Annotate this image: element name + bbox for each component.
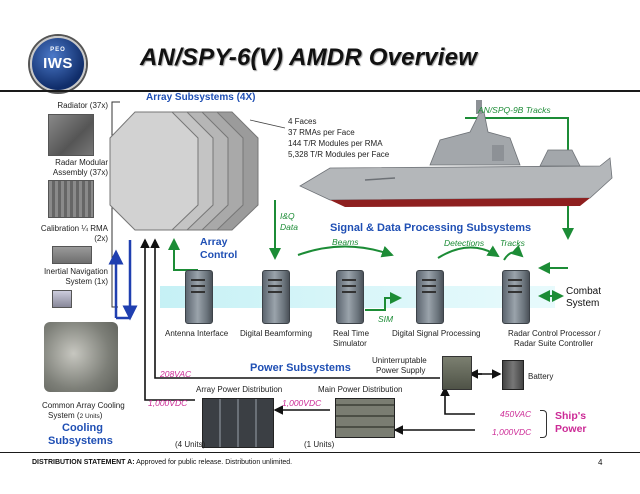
logo-main-text: IWS (43, 55, 73, 72)
header-divider (0, 90, 640, 92)
ups-label-line1: Uninterruptable (372, 356, 427, 365)
dsp-cabinet (416, 270, 444, 324)
cooling-system-image (44, 322, 118, 392)
vdc1000-ship-label: 1,000VDC (492, 427, 532, 437)
vdc1000-main-label: 1,000VDC (282, 398, 322, 408)
spq9b-tracks-label: AN/SPQ-9B Tracks (478, 105, 551, 115)
vdc1000-array-label: 1,000VDC (148, 398, 188, 408)
combat-system-label-line2: System (566, 298, 600, 309)
rcp-label-line1: Radar Control Processor / (508, 329, 601, 338)
main-power-distribution-unit (335, 398, 395, 438)
array-power-distribution-label: Array Power Distribution (196, 385, 283, 394)
cooling-label-line2: System (2 Units) (48, 411, 103, 420)
rma-label-line2: Assembly (37x) (52, 168, 108, 177)
vac450-label: 450VAC (500, 409, 532, 419)
tracks-arrow (503, 244, 524, 261)
rcp-label-line2: Radar Suite Controller (514, 339, 594, 348)
main-power-distribution-label: Main Power Distribution (318, 385, 403, 394)
logo-top-text: PEO (50, 47, 66, 53)
digital-beamforming-cabinet (262, 270, 290, 324)
beams-label: Beams (332, 237, 359, 247)
sim-arrow (365, 292, 402, 311)
radar-control-processor-cabinet (502, 270, 530, 324)
ins-image (52, 290, 72, 308)
page-number: 4 (598, 458, 603, 467)
array-control-arrow (168, 238, 198, 271)
calibration-image (52, 246, 92, 264)
array-spec-leader (249, 119, 286, 129)
rma-image (48, 180, 94, 218)
ins-label-line2: System (1x) (65, 277, 108, 286)
real-time-simulator-label-line1: Real Time (333, 329, 370, 338)
cooling-heading-line1: Cooling (62, 422, 103, 434)
array-spec-tr-per-face: 5,328 T/R Modules per Face (288, 150, 390, 159)
calibration-label-line1: Calibration ¼ RMA (40, 224, 108, 233)
array-spec-faces: 4 Faces (288, 117, 317, 126)
power-array-line (140, 238, 195, 401)
power-subsystems-heading: Power Subsystems (250, 362, 351, 374)
cooling-label-line1: Common Array Cooling (42, 401, 125, 410)
tracks-label: Tracks (500, 238, 525, 248)
vac208-label: 208VAC (160, 369, 192, 379)
ins-label-line1: Inertial Navigation (43, 267, 108, 276)
ups-unit (442, 356, 472, 390)
antenna-interface-label: Antenna Interface (165, 329, 229, 338)
sim-label: SIM (378, 314, 394, 324)
dsp-label: Digital Signal Processing (392, 329, 481, 338)
destroyer-ship-illustration (299, 100, 613, 207)
array-subsystems-heading: Array Subsystems (4X) (146, 92, 256, 103)
calibration-label-line2: (2x) (94, 234, 108, 243)
detections-arrow (437, 245, 500, 259)
array-control-label-line2: Control (200, 249, 238, 261)
array-faces (109, 111, 259, 231)
battery-label: Battery (528, 372, 554, 381)
array-spec-tr-per-rma: 144 T/R Modules per RMA (288, 139, 383, 148)
ups-label-line2: Power Supply (376, 366, 426, 375)
battery-unit (502, 360, 524, 390)
radiator-image (48, 114, 94, 156)
footer-divider (0, 452, 640, 453)
iq-label-line2: Data (280, 222, 298, 232)
antenna-interface-cabinet (185, 270, 213, 324)
main-pd-units-label: (1 Units) (304, 440, 335, 449)
rma-label-line1: Radar Modular (55, 158, 108, 167)
array-power-distribution-units (202, 398, 274, 448)
detections-label: Detections (444, 238, 485, 248)
page-title: AN/SPY-6(V) AMDR Overview (140, 44, 478, 71)
ships-power-label-line1: Ship's (555, 410, 587, 422)
digital-beamforming-label: Digital Beamforming (240, 329, 313, 338)
distribution-statement: DISTRIBUTION STATEMENT A: Approved for p… (32, 459, 293, 466)
real-time-simulator-cabinet (336, 270, 364, 324)
array-control-label-line1: Array (200, 236, 228, 248)
ships-power-brace (540, 410, 547, 438)
iq-label-line1: I&Q (280, 211, 295, 221)
beams-arrow (297, 245, 394, 258)
real-time-simulator-label-line2: Simulator (333, 339, 367, 348)
array-pd-units-label: (4 Units) (175, 440, 206, 449)
radiator-label: Radiator (37x) (57, 101, 108, 110)
combat-system-label-line1: Combat (566, 286, 602, 297)
power-208vac-line (150, 238, 440, 379)
power-ship-to-ups-line (440, 386, 475, 415)
peo-iws-logo: PEO IWS (30, 36, 86, 92)
signal-processing-heading: Signal & Data Processing Subsystems (330, 222, 532, 234)
cooling-heading-line2: Subsystems (48, 435, 113, 447)
ships-power-label-line2: Power (555, 423, 587, 435)
array-spec-rmas: 37 RMAs per Face (288, 128, 355, 137)
